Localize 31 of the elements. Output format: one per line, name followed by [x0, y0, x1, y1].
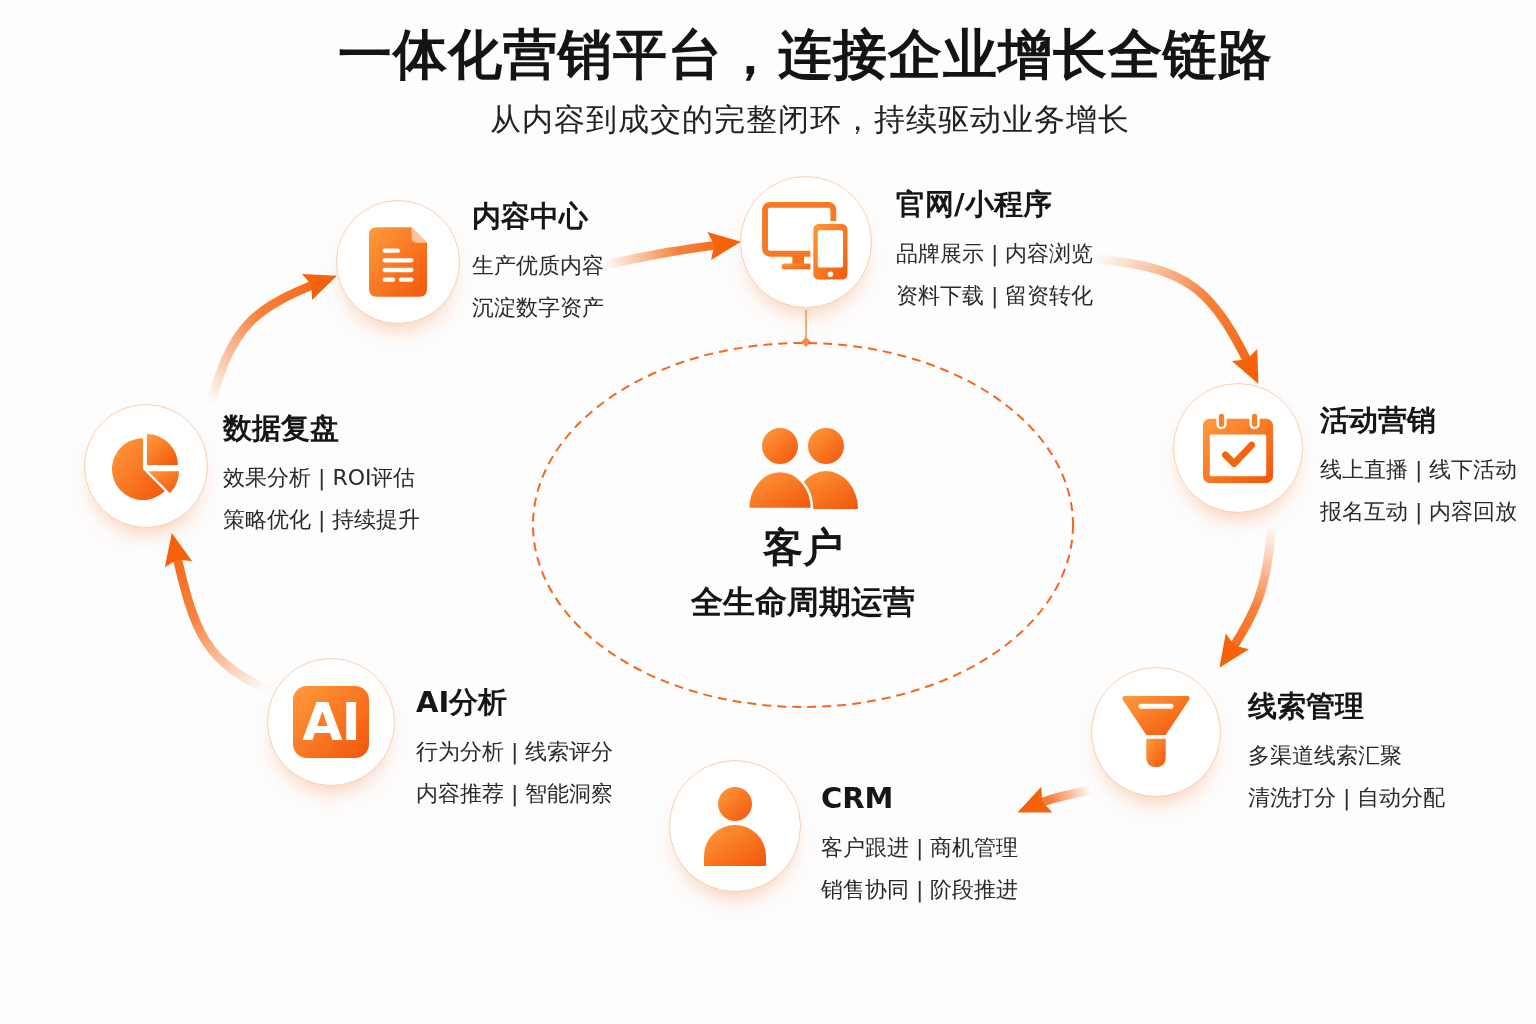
step-description: 报名互动 | 内容回放 [1320, 498, 1518, 526]
step-description: 客户跟进 | 商机管理 [821, 834, 1019, 862]
curved-arrow [1216, 525, 1277, 670]
step-description: 策略优化 | 持续提升 [223, 506, 421, 534]
step-title: 数据复盘 [223, 411, 340, 445]
curved-arrow [205, 271, 338, 406]
step-description: 资料下载 | 留资转化 [896, 282, 1094, 310]
step-description: 线上直播 | 线下活动 [1320, 456, 1518, 484]
step-description: 行为分析 | 线索评分 [416, 738, 614, 766]
ai-tile: AI [293, 686, 369, 758]
step-description: 生产优质内容 [472, 252, 604, 280]
step-title: CRM [821, 781, 895, 815]
step-description: 多渠道线索汇聚 [1248, 742, 1403, 770]
page-subtitle: 从内容到成交的完整闭环，持续驱动业务增长 [489, 100, 1131, 138]
step-description: 内容推荐 | 智能洞察 [416, 780, 614, 808]
connector-line [801, 309, 811, 347]
curved-arrow [164, 533, 270, 694]
step-title: 官网/小程序 [896, 187, 1053, 221]
step-title: 内容中心 [472, 199, 589, 233]
step-description: 效果分析 | ROI评估 [223, 464, 417, 492]
step-title: AI分析 [416, 685, 509, 719]
step-description: 品牌展示 | 内容浏览 [896, 240, 1094, 268]
page-title: 一体化营销平台，连接企业增长全链路 [336, 23, 1274, 87]
step-title: 线索管理 [1248, 689, 1365, 723]
step-description: 清洗打分 | 自动分配 [1248, 784, 1446, 812]
center-title: 客户 [763, 523, 843, 571]
center-subtitle: 全生命周期运营 [691, 582, 915, 622]
step-description: 沉淀数字资产 [472, 294, 604, 322]
curved-arrow [603, 232, 741, 270]
step-title: 活动营销 [1320, 403, 1437, 437]
step-description: 销售协同 | 阶段推进 [821, 876, 1019, 904]
